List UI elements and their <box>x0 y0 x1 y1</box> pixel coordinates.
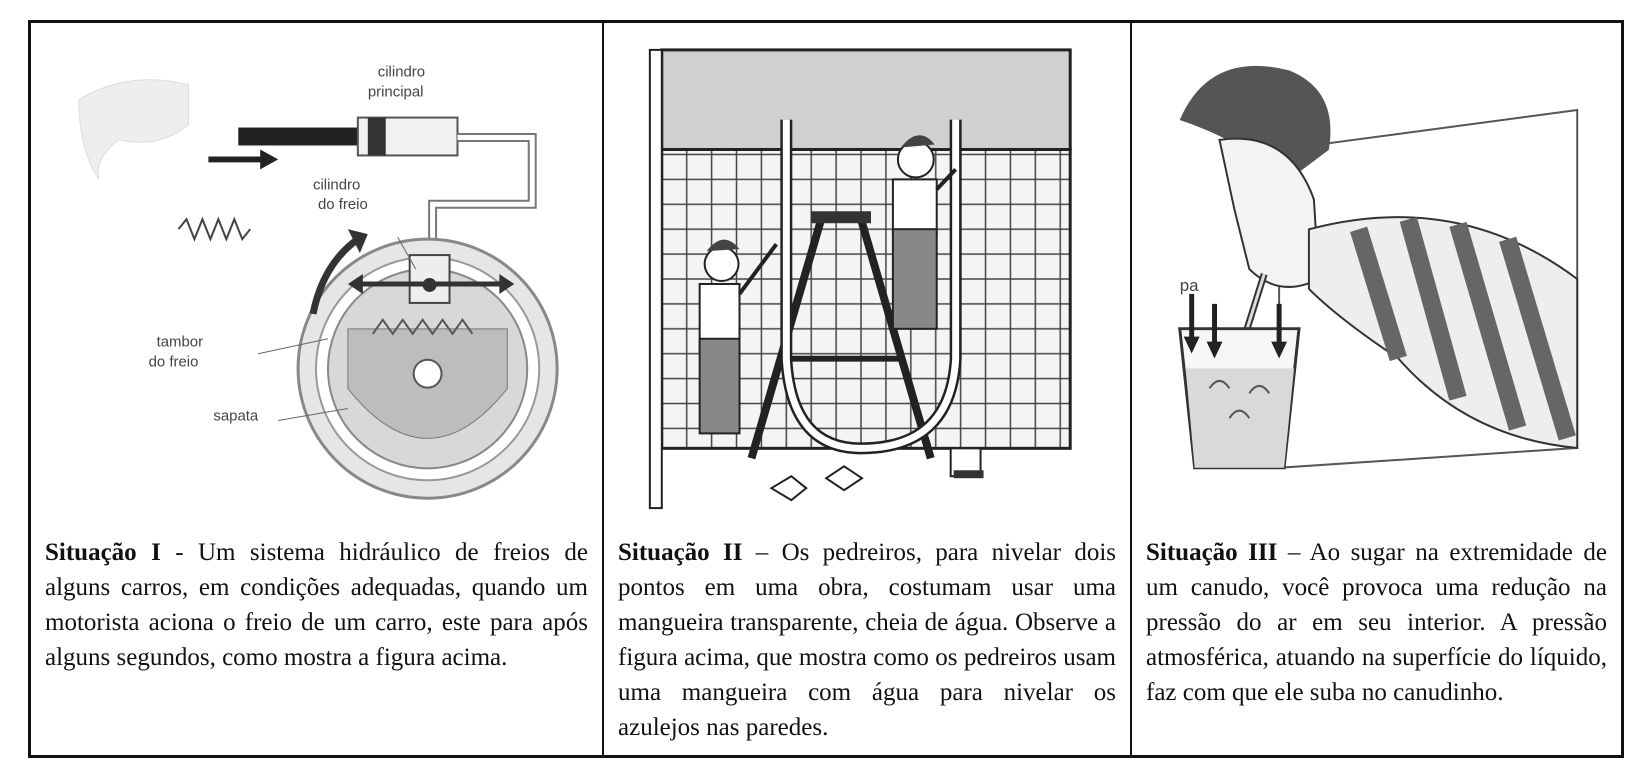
label-tambor-1: tambor <box>157 334 204 351</box>
label-sapata: sapata <box>213 407 259 424</box>
caption-title: Situação II <box>618 539 743 566</box>
caption-title: Situação III <box>1146 539 1278 566</box>
caption-body: – Ao sugar na extremidade de um canudo, … <box>1146 539 1607 706</box>
situation-3-caption: Situação III – Ao sugar na extremidade d… <box>1146 535 1607 710</box>
situation-2-caption: Situação II – Os pedreiros, para nivelar… <box>618 535 1116 745</box>
brake-system-illustration: cilindro principal cilindro do freio tam… <box>39 29 594 529</box>
caption-body: - Um sistema hidráulico de freios de alg… <box>45 539 588 671</box>
situation-1-panel: cilindro principal cilindro do freio tam… <box>31 23 604 755</box>
figure-frame: cilindro principal cilindro do freio tam… <box>28 20 1624 758</box>
label-cilindro-principal-2: principal <box>368 84 424 101</box>
caption-body: – Os pedreiros, para nivelar dois pontos… <box>618 539 1116 741</box>
label-tambor-2: do freio <box>149 354 199 371</box>
label-cilindro-freio-2: do freio <box>318 196 368 213</box>
situation-2-panel: Situação II – Os pedreiros, para nivelar… <box>604 23 1132 755</box>
label-atmospheric-pressure: pa <box>1180 276 1199 295</box>
boy-drinking-straw-illustration: pa <box>1140 29 1613 529</box>
label-cilindro-principal-1: cilindro <box>378 64 425 81</box>
caption-title: Situação I <box>45 539 161 566</box>
label-cilindro-freio-1: cilindro <box>313 176 360 193</box>
situation-3-panel: pa Situação III – Ao sugar na extremidad… <box>1132 23 1621 755</box>
masons-hose-level-illustration <box>612 29 1122 529</box>
situation-1-caption: Situação I - Um sistema hidráulico de fr… <box>45 535 588 675</box>
